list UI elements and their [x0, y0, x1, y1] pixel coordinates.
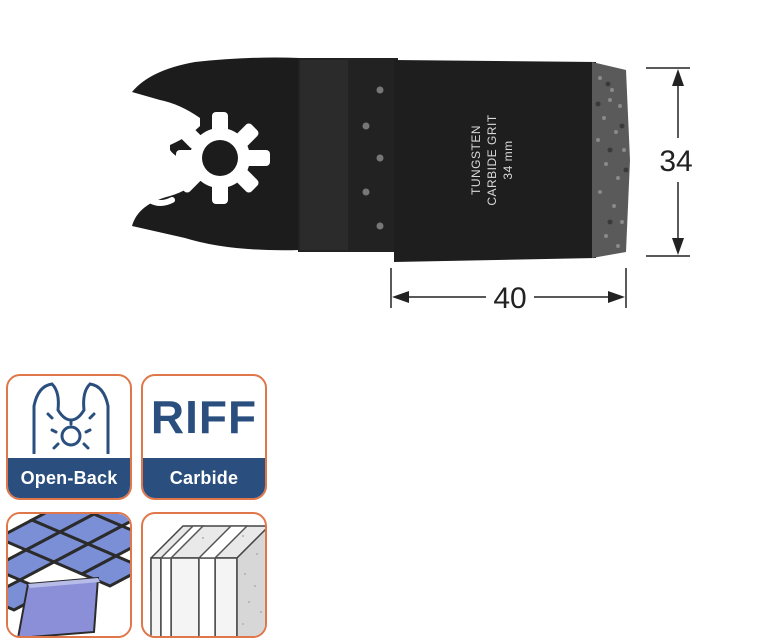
blade-text-line3: 34 mm — [501, 140, 515, 179]
riff-title: RIFF — [150, 391, 258, 443]
tile-application-badge — [6, 512, 132, 638]
open-back-label: Open-Back — [8, 458, 130, 498]
blade-illustration: TUNGSTEN CARBIDE GRIT 34 mm — [132, 57, 630, 262]
open-back-mount-icon — [32, 382, 110, 454]
width-dimension — [390, 268, 627, 308]
joint-application-badge — [141, 512, 267, 638]
carbide-grit-edge — [592, 62, 630, 258]
tile-cutting-icon — [8, 514, 130, 636]
width-label: 40 — [493, 282, 526, 315]
blade-text-line1: TUNGSTEN — [469, 125, 483, 195]
riff-carbide-badge: RIFF Carbide — [141, 374, 267, 500]
carbide-label: Carbide — [143, 458, 265, 498]
blade-text-line2: CARBIDE GRIT — [485, 114, 499, 206]
blade-plate — [394, 60, 596, 262]
rivet-holes — [362, 86, 384, 230]
open-back-badge: Open-Back — [6, 374, 132, 500]
height-dimension — [646, 67, 690, 257]
height-label: 34 — [659, 145, 692, 178]
grout-joint-icon — [150, 525, 265, 636]
